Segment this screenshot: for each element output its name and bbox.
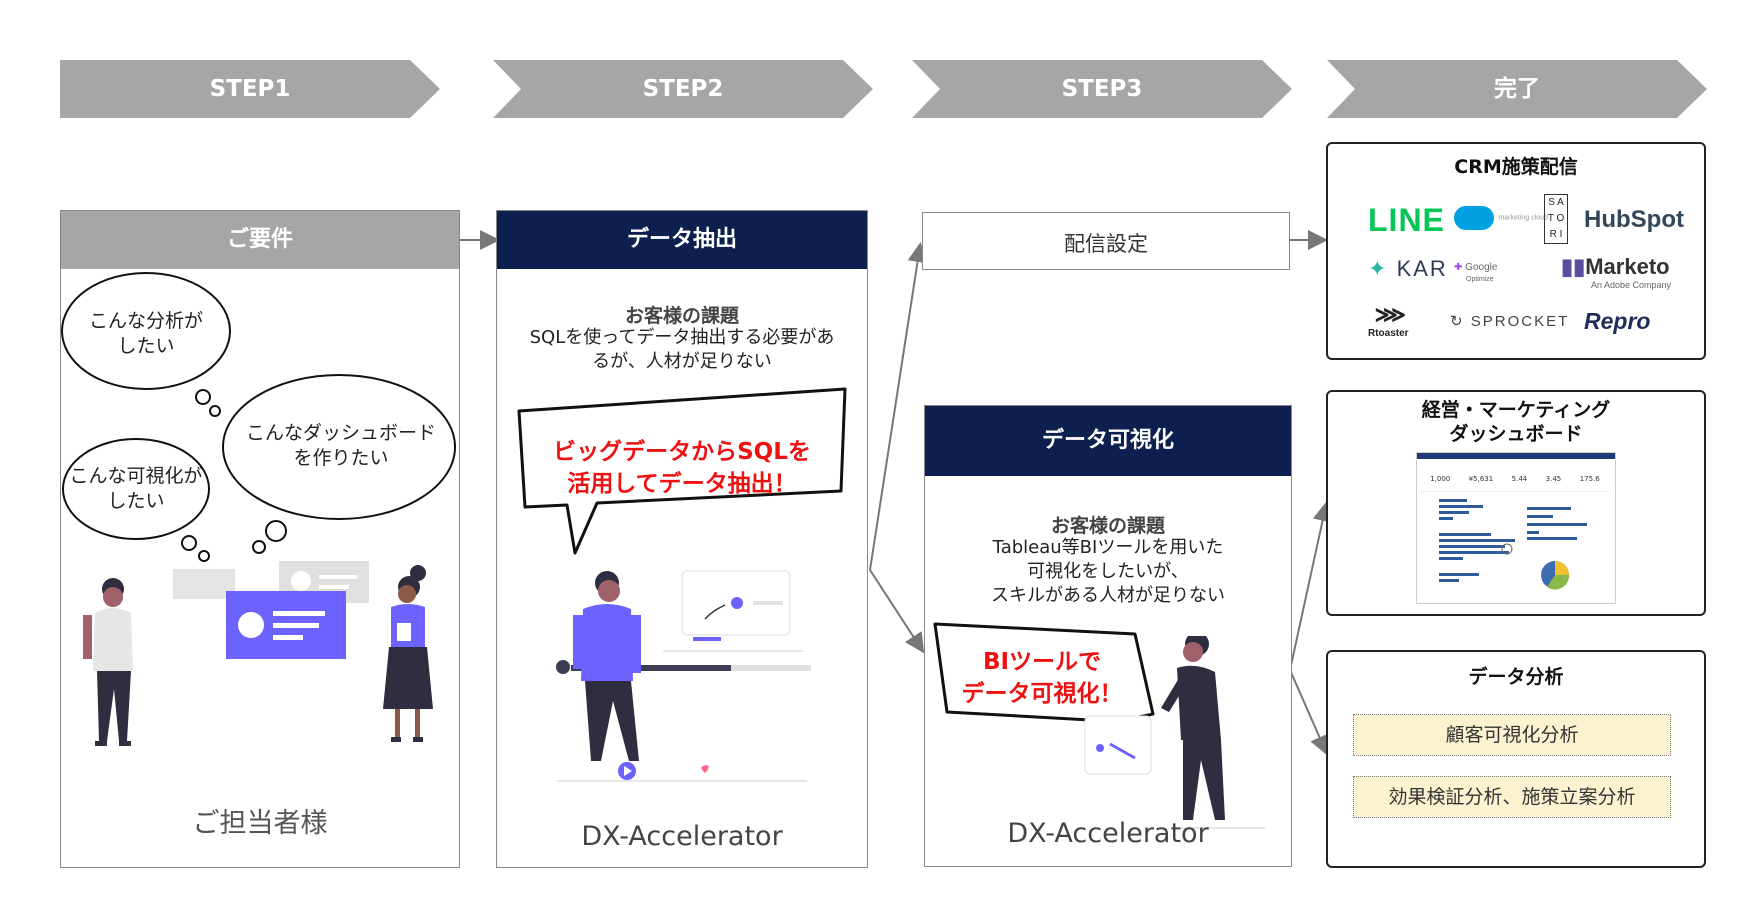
data-analysis-box: データ分析 顧客可視化分析 効果検証分析、施策立案分析	[1326, 650, 1706, 868]
kpi-2: ¥5,631	[1468, 475, 1494, 483]
dashboard-mini-charts	[1439, 499, 1587, 590]
satori-line-3: R I	[1549, 229, 1563, 240]
bubble-dashboard-text: こんなダッシュボード を作りたい	[245, 422, 436, 469]
extraction-footer: DX-Accelerator	[581, 821, 783, 852]
google-sub-label: Optimize	[1466, 276, 1494, 283]
kpi-3: 5.44	[1511, 475, 1528, 483]
delivery-settings-label: 配信設定	[1064, 232, 1148, 256]
step-complete: 完了	[1327, 60, 1707, 118]
arrow-to-analysis	[1289, 669, 1329, 756]
sprocket-label: SPROCKET	[1470, 313, 1570, 330]
bubble-analysis-text: こんな分析が したい	[88, 310, 203, 357]
kar-logo: ✦ KAR	[1368, 256, 1448, 282]
step-3-label: STEP3	[1061, 76, 1143, 102]
bubble-visualization-text: こんな可視化が したい	[69, 465, 203, 512]
arrow-to-dashboard	[1289, 501, 1333, 671]
step-2: STEP2	[493, 60, 873, 118]
rtoaster-logo: ⋙ Rtoaster	[1368, 302, 1409, 339]
crm-delivery-box: CRM施策配信 LINE marketing cloud S A T O R I…	[1326, 142, 1706, 360]
visualization-issue-text: Tableau等BIツールを用いた 可視化をしたいが、 スキルがある人材が足りな…	[991, 537, 1225, 606]
presenter-illustration	[1084, 636, 1265, 829]
step-3-chevron	[912, 60, 1292, 118]
dashboard-box: 経営・マーケティング ダッシュボード 1,000 ¥5,631 5.44 3.4…	[1326, 390, 1706, 616]
marketo-label: Marketo	[1585, 254, 1670, 279]
rtoaster-label: Rtoaster	[1368, 328, 1409, 339]
arrow-to-delivery	[869, 242, 928, 571]
step-2-chevron	[493, 60, 873, 118]
customer-label: ご担当者様	[192, 808, 328, 839]
step-1: STEP1	[60, 60, 440, 118]
step-3: STEP3	[912, 60, 1292, 118]
google-optimize-logo: ✚ Google Optimize	[1454, 262, 1497, 285]
analyst-illustration	[556, 570, 811, 782]
salesforce-sub-label: marketing cloud	[1498, 214, 1548, 222]
extraction-issue-text: SQLを使ってデータ抽出する必要があ るが、人材が足りない	[529, 327, 835, 372]
marketo-icon: ▮▮	[1561, 254, 1586, 279]
extraction-issue-title: お客様の課題	[624, 305, 739, 327]
visualization-issue-title: お客様の課題	[1050, 515, 1165, 537]
satori-line-2: T O	[1547, 213, 1565, 224]
extraction-callout-shape	[517, 387, 847, 555]
extraction-callout-text: ビッグデータからSQLを 活用してデータ抽出！	[553, 439, 811, 497]
data-analysis-title: データ分析	[1468, 666, 1564, 688]
data-visualization-panel: データ可視化 お客様の課題 Tableau等BIツールを用いた 可視化をしたいが…	[924, 405, 1292, 867]
thought-bubbles	[61, 272, 456, 562]
data-visualization-header: データ可視化	[925, 406, 1291, 476]
customer-illustration	[83, 561, 433, 746]
analysis-item-effect: 効果検証分析、施策立案分析	[1353, 776, 1671, 818]
line-logo: LINE	[1368, 202, 1445, 238]
step-complete-chevron	[1327, 60, 1707, 118]
data-extraction-header: データ抽出	[497, 211, 867, 269]
hubspot-logo: HubSpot	[1584, 206, 1684, 233]
kpi-1: 1,000	[1430, 475, 1451, 483]
crm-title: CRM施策配信	[1454, 156, 1578, 178]
data-extraction-panel: データ抽出 お客様の課題 SQLを使ってデータ抽出する必要があ るが、人材が足り…	[496, 210, 868, 868]
salesforce-logo: marketing cloud	[1454, 206, 1548, 230]
marketo-logo: ▮▮Marketo An Adobe Company	[1561, 254, 1671, 290]
google-label: Google	[1465, 262, 1498, 273]
satori-line-1: S A	[1548, 197, 1564, 208]
requirements-header: ご要件	[61, 211, 459, 269]
visualization-callout-text: BIツールで データ可視化！	[961, 649, 1123, 707]
salesforce-cloud-icon	[1454, 206, 1494, 230]
analysis-item-customer: 顧客可視化分析	[1353, 714, 1671, 756]
dashboard-kpi-bar	[1417, 453, 1615, 459]
dashboard-thumbnail: 1,000 ¥5,631 5.44 3.45 175.6	[1416, 452, 1616, 604]
kpi-4: 3.45	[1545, 475, 1562, 483]
dashboard-title: 経営・マーケティング ダッシュボード	[1421, 399, 1611, 445]
repro-logo: Repro	[1584, 308, 1651, 334]
google-optimize-icon: ✚	[1454, 262, 1463, 273]
sprocket-logo: ↻ SPROCKET	[1450, 312, 1569, 330]
requirements-panel: ご要件 こんな分析が したい こんなダッシュボード を作りたい こんな可視化が …	[60, 210, 460, 868]
delivery-settings-box: 配信設定	[922, 212, 1290, 270]
kpi-5: 175.6	[1579, 475, 1600, 483]
arrow-to-visualization	[869, 569, 925, 654]
sprocket-icon: ↻	[1450, 313, 1465, 330]
dashboard-kpi-row: 1,000 ¥5,631 5.44 3.45 175.6	[1421, 463, 1609, 492]
satori-logo: S A T O R I	[1544, 194, 1568, 244]
step-2-label: STEP2	[642, 76, 724, 102]
rtoaster-icon: ⋙	[1374, 302, 1406, 327]
step-1-label: STEP1	[209, 76, 291, 102]
step-1-chevron	[60, 60, 440, 118]
kar-icon: ✦	[1368, 256, 1389, 281]
step-complete-label: 完了	[1494, 76, 1540, 102]
marketo-sub-label: An Adobe Company	[1591, 280, 1672, 290]
kar-label: KAR	[1396, 256, 1448, 281]
visualization-footer: DX-Accelerator	[1007, 818, 1209, 849]
